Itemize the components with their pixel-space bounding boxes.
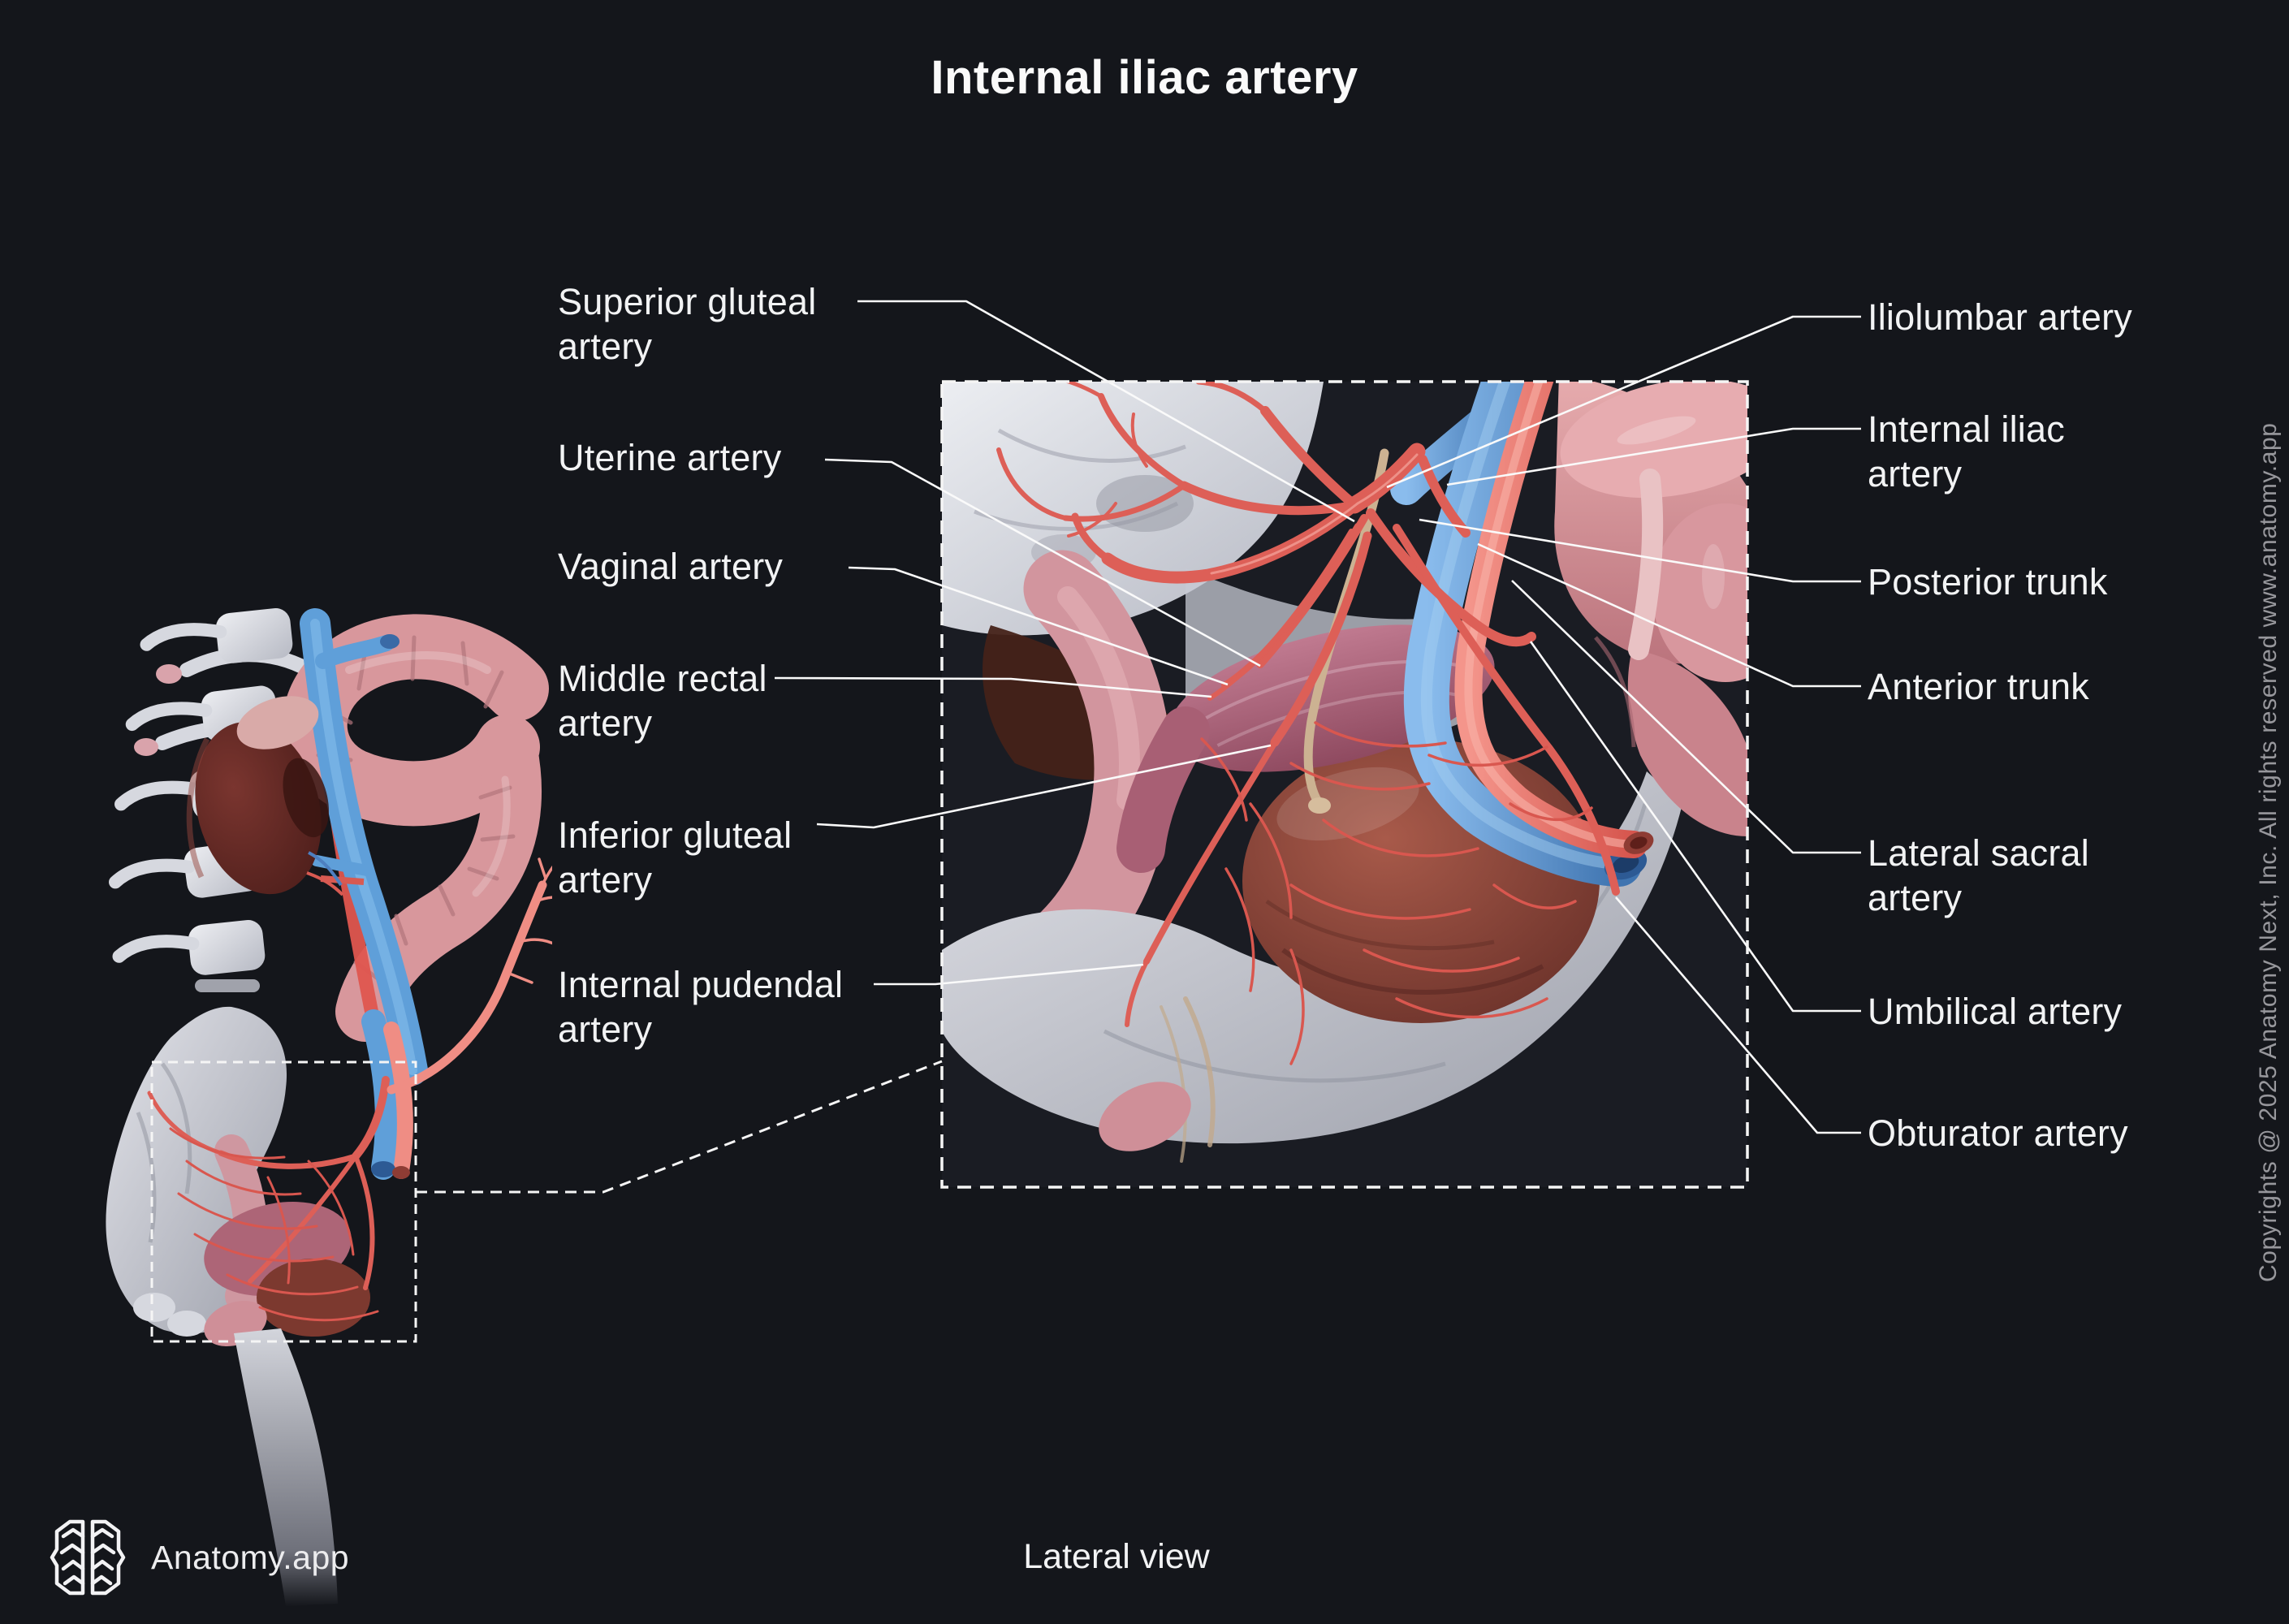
overview-figure-svg xyxy=(106,608,581,1606)
label-vaginal-artery: Vaginal artery xyxy=(558,546,784,587)
brain-circuit-icon xyxy=(50,1519,126,1596)
copyright-text: Copyrights @ 2025 Anatomy Next, Inc. All… xyxy=(2255,422,2282,1283)
label-superior-gluteal-artery: Superior gluteal artery xyxy=(558,281,817,367)
view-label: Lateral view xyxy=(1023,1537,1210,1576)
detail-figure-svg xyxy=(942,343,1799,1187)
detail-figure xyxy=(942,343,1799,1187)
renal-vessels xyxy=(306,851,365,896)
overview-figure xyxy=(65,593,581,1624)
ischium-shape xyxy=(167,1311,206,1337)
rib-cut-end xyxy=(134,738,158,756)
label-posterior-trunk: Posterior trunk xyxy=(1868,561,2108,603)
label-uterine-artery: Uterine artery xyxy=(558,437,782,478)
femur-shape xyxy=(234,1328,338,1606)
kidney-shape xyxy=(195,721,329,895)
kidney-highlight xyxy=(186,737,210,879)
label-internal-iliac-artery: Internal iliac artery xyxy=(1868,408,2065,495)
label-middle-rectal-artery: Middle rectal artery xyxy=(558,658,767,744)
bladder-shape xyxy=(257,1259,370,1337)
label-lateral-sacral-artery: Lateral sacral artery xyxy=(1868,832,2089,918)
vertebral-column-shape xyxy=(109,608,293,992)
page-title: Internal iliac artery xyxy=(931,51,1358,104)
adrenal-gland-shape xyxy=(236,696,319,749)
brand-footer: Anatomy.app xyxy=(45,1515,349,1600)
bladder-shape xyxy=(1242,739,1600,1023)
brand-name: Anatomy.app xyxy=(151,1538,350,1576)
label-obturator-artery: Obturator artery xyxy=(1868,1112,2128,1154)
rib-cut-end xyxy=(156,664,182,684)
label-inferior-gluteal-artery: Inferior gluteal artery xyxy=(558,814,793,901)
ischium-shape xyxy=(133,1293,175,1322)
label-umbilical-artery: Umbilical artery xyxy=(1868,991,2123,1032)
label-anterior-trunk: Anterior trunk xyxy=(1868,666,2089,707)
ivc-vein-shape xyxy=(300,608,428,1086)
label-iliolumbar-artery: Iliolumbar artery xyxy=(1868,296,2133,338)
label-internal-pudendal-artery: Internal pudendal artery xyxy=(558,964,844,1050)
